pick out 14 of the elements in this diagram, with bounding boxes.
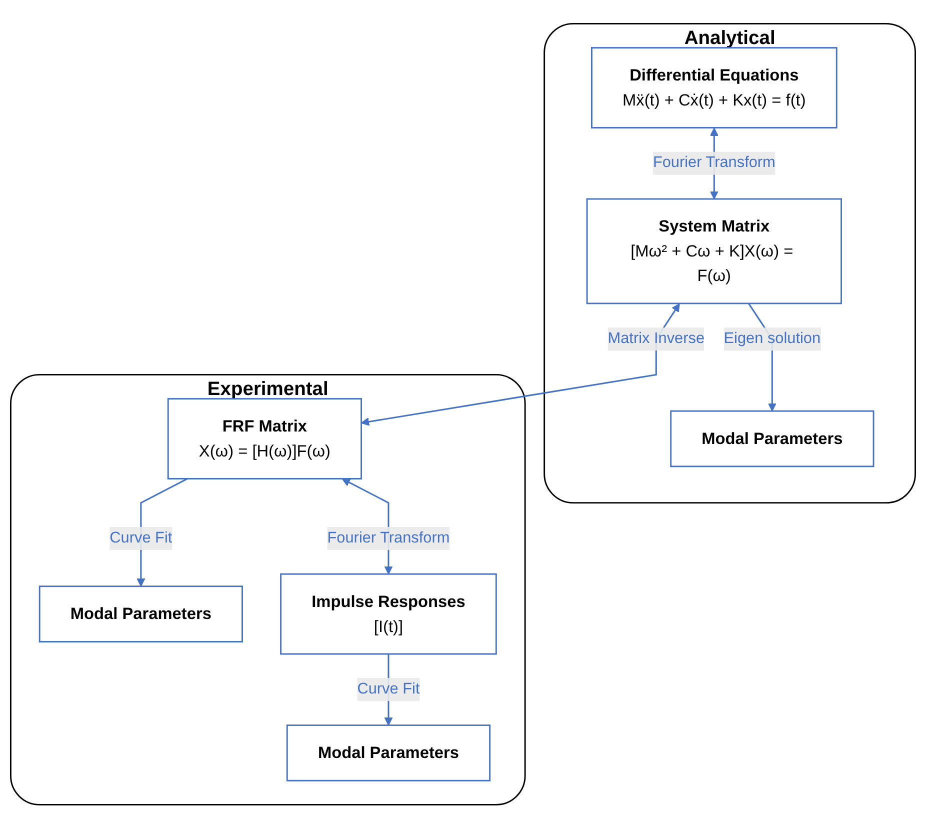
edge-label: Curve Fit xyxy=(357,681,420,698)
edge-label: Fourier Transform xyxy=(327,530,450,546)
node-box: Modal Parameters xyxy=(286,724,491,782)
node-box: Modal Parameters xyxy=(38,586,243,643)
arrow xyxy=(360,304,680,426)
edge-label: Eigen solution xyxy=(724,330,821,348)
node-box: Differential Equations Mẍ(t) + Cẋ(t) + Kx(t) = f(t) xyxy=(590,47,838,129)
edge-label: Matrix Inverse xyxy=(608,330,705,348)
edge-label: Fourier Transform xyxy=(652,154,776,172)
node-box: Impulse Responses [I(t)] xyxy=(280,574,497,655)
edge-label: Curve Fit xyxy=(110,530,172,546)
node-box: System Matrix [Mω² + Cω + K]X(ω) = F(ω) xyxy=(586,198,842,304)
node-box: Modal Parameters xyxy=(670,410,874,468)
node-box: FRF Matrix X(ω) = [H(ω)]F(ω) xyxy=(167,398,362,480)
